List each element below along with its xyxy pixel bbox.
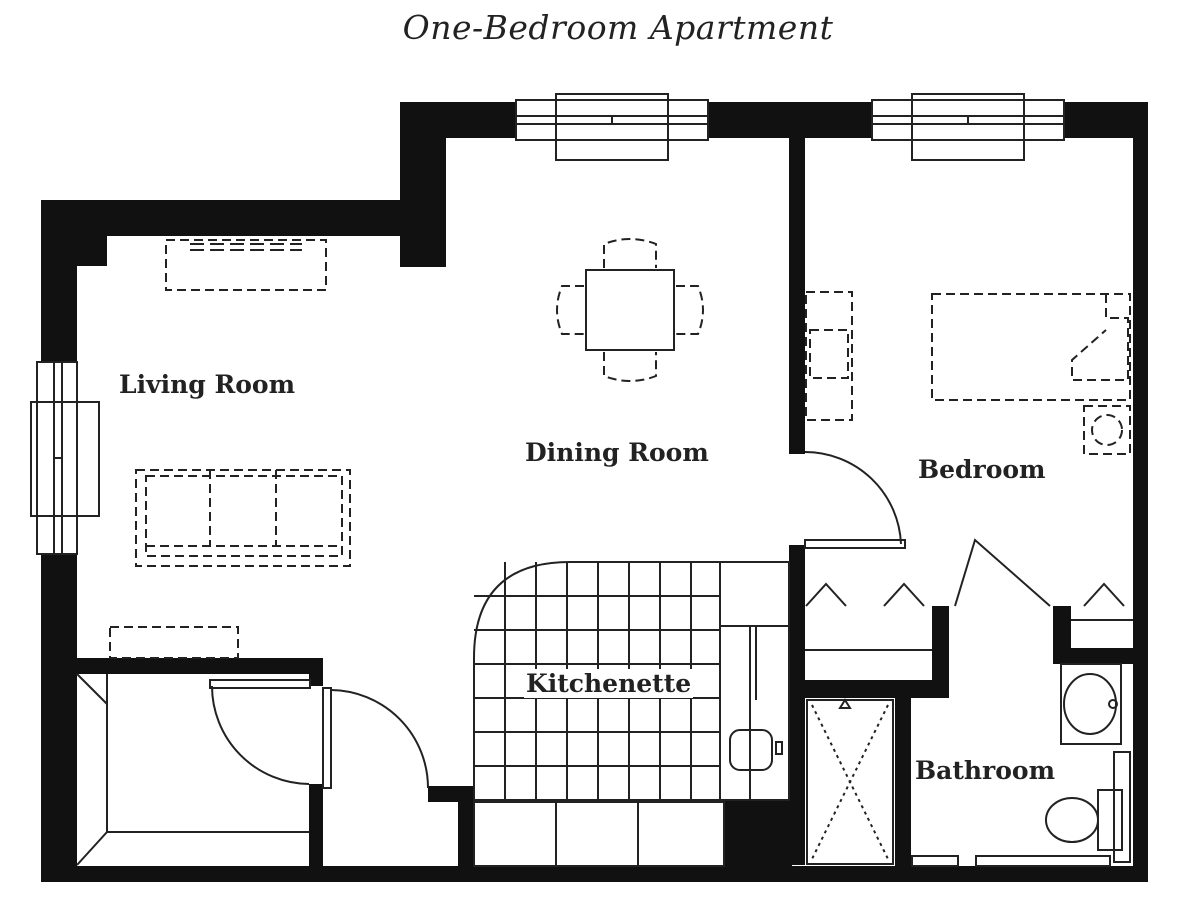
window-living — [30, 361, 100, 555]
bed — [931, 293, 1131, 401]
dining-table — [556, 238, 704, 382]
sofa — [135, 469, 351, 567]
kitchen-floor — [473, 561, 721, 801]
plan-title: One-Bedroom Apartment — [402, 8, 834, 47]
side-table — [109, 626, 239, 659]
closet-door — [209, 679, 311, 785]
bedroom-door — [804, 450, 906, 549]
shower — [806, 698, 894, 865]
closet — [76, 673, 309, 866]
window-dining — [515, 93, 709, 161]
bath-fixtures-bottom — [911, 855, 1111, 867]
kitchen-base-cabinets — [473, 801, 725, 867]
living-room-label: Living Room — [119, 370, 296, 399]
kitchenette-label: Kitchenette — [524, 669, 694, 698]
dresser — [805, 291, 853, 421]
sink — [1060, 663, 1122, 745]
dining-room-label: Dining Room — [525, 438, 709, 467]
nightstand — [1083, 405, 1131, 455]
bedroom-label: Bedroom — [918, 455, 1046, 484]
window-bedroom — [871, 93, 1065, 161]
bedroom-closet-doors — [805, 538, 1133, 651]
toilet — [1045, 751, 1131, 863]
entry-door — [322, 687, 429, 789]
kitchen-counter — [719, 561, 790, 801]
bathroom-label: Bathroom — [915, 756, 1056, 785]
tv-console — [165, 239, 327, 291]
